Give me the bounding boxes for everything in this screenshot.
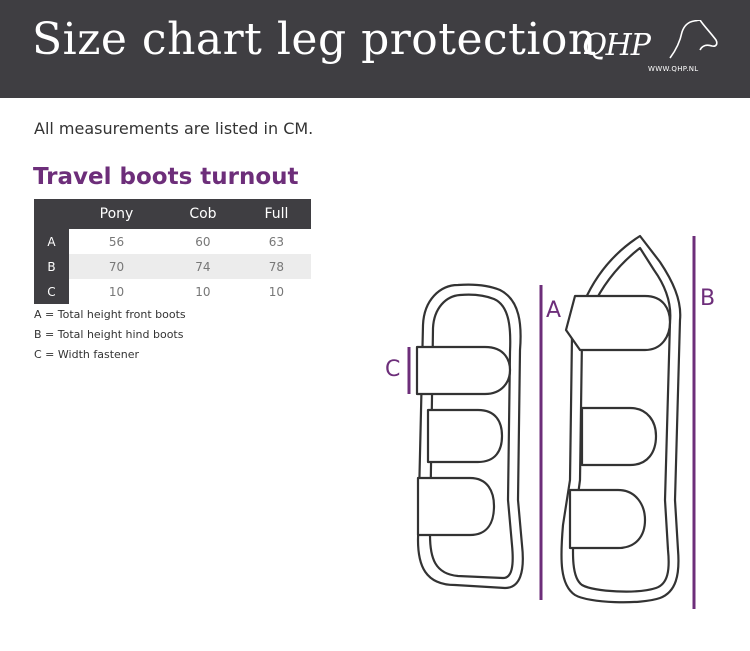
table-cell: 60	[195, 234, 211, 249]
legend-item-c: C = Width fastener	[34, 348, 140, 361]
table-cell: 70	[69, 254, 164, 279]
front-boot-trim	[428, 293, 514, 580]
table-row: B 70 74 78	[34, 254, 311, 279]
hind-strap-1	[564, 294, 672, 352]
front-strap-2	[426, 408, 504, 464]
row-label: C	[34, 279, 69, 304]
table-cell: 78	[241, 254, 311, 279]
table-row: A 56 60 63	[34, 229, 311, 254]
table-cell: 63	[268, 234, 285, 249]
header-banner: Size chart leg protection QHP WWW.QHP.NL	[0, 0, 750, 98]
row-label: B	[34, 254, 69, 279]
size-table: Pony Cob Full A 56 60 63 B 70 74 78 C 10…	[34, 199, 311, 304]
table-cell: 74	[164, 254, 242, 279]
table-row: C 10 10 10	[34, 279, 311, 304]
logo-url: WWW.QHP.NL	[648, 65, 699, 73]
row-label: A	[34, 229, 69, 254]
page-title: Size chart leg protection	[32, 14, 597, 65]
table-cell: 10	[268, 284, 285, 299]
hind-strap-3	[568, 488, 647, 550]
table-header-cell: Cob	[164, 199, 242, 229]
table-cell: 10	[108, 284, 125, 299]
legend: A = Total height front boots B = Total h…	[34, 305, 186, 365]
front-strap-1	[415, 345, 512, 396]
hind-strap-2	[580, 406, 658, 467]
dimension-label-a: A	[546, 298, 562, 323]
measurement-note: All measurements are listed in CM.	[34, 119, 314, 138]
table-cell: 10	[195, 284, 211, 299]
legend-item-a: A = Total height front boots	[34, 308, 186, 321]
table-header-cell: Pony	[69, 199, 164, 229]
legend-item-b: B = Total height hind boots	[34, 328, 184, 341]
horse-head-icon	[669, 20, 718, 59]
logo-text: QHP	[582, 28, 651, 63]
table-header-cell: Full	[241, 199, 311, 229]
table-cell: 56	[108, 234, 125, 249]
section-title: Travel boots turnout	[33, 164, 299, 190]
front-boot-outline	[416, 283, 524, 590]
dimension-label-c: C	[385, 357, 401, 382]
qhp-logo: QHP WWW.QHP.NL	[582, 20, 722, 80]
table-header-cell	[34, 199, 69, 229]
table-header-row: Pony Cob Full	[34, 199, 311, 229]
dimension-label-b: B	[700, 286, 716, 311]
front-strap-3	[416, 476, 496, 537]
